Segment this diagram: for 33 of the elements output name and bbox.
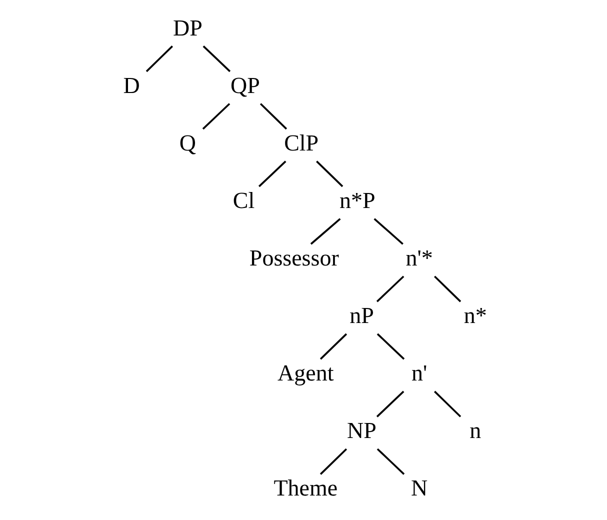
node-text: n xyxy=(470,417,482,444)
node-text: QP xyxy=(230,72,260,98)
node-text: N xyxy=(410,474,428,501)
node-text: NP xyxy=(347,417,376,444)
node-text: n* xyxy=(464,302,487,328)
connector xyxy=(202,103,230,130)
node-text: n'* xyxy=(406,244,433,270)
connector xyxy=(376,390,404,418)
node-text: Q xyxy=(179,129,196,156)
connector xyxy=(260,103,288,130)
node-text: nP xyxy=(350,302,374,328)
connector xyxy=(376,448,405,475)
node-text: ClP xyxy=(284,129,319,156)
connector xyxy=(258,160,286,188)
connector xyxy=(316,160,344,188)
node-text: n' xyxy=(411,360,428,386)
connector xyxy=(310,218,341,245)
connector xyxy=(320,448,348,475)
node-text: n*P xyxy=(340,186,376,213)
connector xyxy=(376,333,405,360)
node-text: D xyxy=(123,72,140,98)
connector xyxy=(434,390,462,418)
connector xyxy=(146,46,174,72)
node-text: DP xyxy=(172,14,202,40)
connector xyxy=(374,218,404,245)
node-text: Cl xyxy=(232,186,255,213)
connector xyxy=(376,276,404,302)
node-text: Theme xyxy=(274,474,338,501)
node-text: Possessor xyxy=(249,244,339,270)
connector xyxy=(434,276,462,302)
node-text: Agent xyxy=(278,360,334,386)
connector xyxy=(320,333,348,360)
connector xyxy=(202,46,231,72)
